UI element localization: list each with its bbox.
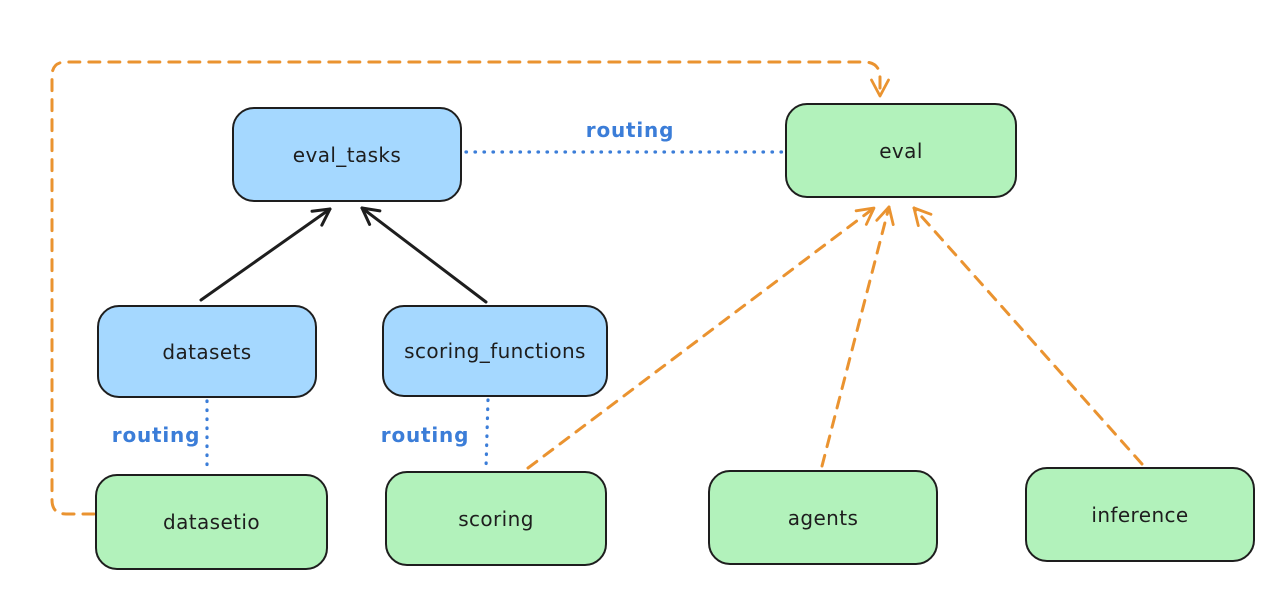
edge-scoring-to-eval <box>526 206 876 470</box>
edge-scoring-functions-to-scoring-routing <box>484 398 490 470</box>
edge-agents-to-eval <box>820 205 895 468</box>
node-datasets: datasets <box>97 305 317 398</box>
edge-datasets-to-eval-tasks <box>199 207 332 302</box>
node-eval-tasks: eval_tasks <box>232 107 462 202</box>
node-agents-label: agents <box>787 505 859 530</box>
routing-label-datasets-datasetio: routing <box>111 423 201 447</box>
node-eval-label: eval <box>879 138 923 163</box>
node-scoring-label: scoring <box>458 506 534 531</box>
node-scoring: scoring <box>385 471 607 566</box>
node-eval-tasks-label: eval_tasks <box>292 142 402 167</box>
node-inference: inference <box>1025 467 1255 562</box>
node-datasets-label: datasets <box>162 339 252 364</box>
node-eval: eval <box>785 103 1017 198</box>
node-scoring-functions-label: scoring_functions <box>404 339 586 363</box>
node-scoring-functions: scoring_functions <box>382 305 608 397</box>
edge-scoring-functions-to-eval-tasks <box>360 206 488 304</box>
routing-label-scoring-functions-scoring: routing <box>380 423 470 447</box>
node-agents: agents <box>708 470 938 565</box>
node-datasetio: datasetio <box>95 474 328 570</box>
edge-datasetio-to-eval <box>50 60 890 516</box>
routing-label-eval-tasks-eval: routing <box>585 118 675 142</box>
node-datasetio-label: datasetio <box>162 510 260 534</box>
edge-inference-to-eval <box>912 206 1144 466</box>
node-inference-label: inference <box>1091 502 1189 527</box>
